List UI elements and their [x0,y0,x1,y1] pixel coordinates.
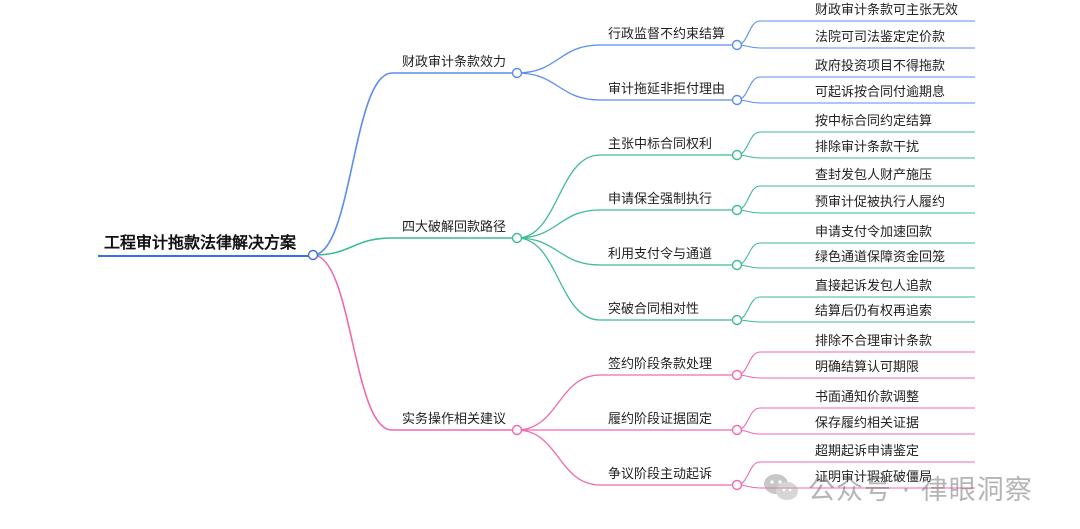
sub-label-2-1: 履约阶段证据固定 [608,412,713,427]
watermark: 公众号 · 律眼洞察 [762,470,1033,506]
branch-label-2: 实务操作相关建议 [402,412,507,427]
sub-node-1-1[interactable] [731,204,743,216]
leaf-label-1-1-1: 预审计促被执行人履约 [815,195,946,210]
sub-label-1-1: 申请保全强制执行 [608,192,713,207]
leaf-label-2-2-1: 证明审计瑕疵破僵局 [815,470,933,485]
leaf-label-2-2-0: 超期起诉申请鉴定 [815,444,920,459]
sub-node-1-0[interactable] [731,149,743,161]
leaf-label-1-3-1: 结算后仍有权再追索 [815,304,933,319]
sub-connector-1-2 [516,237,601,266]
watermark-text: 公众号 · 律眼洞察 [808,474,1033,506]
sub-connector-1-0 [516,154,601,239]
sub-label-2-0: 签约阶段条款处理 [608,357,713,372]
sub-connector-2-2 [516,429,601,486]
branch-connector-0 [312,72,393,256]
leaf-label-2-0-1: 明确结算认可期限 [815,360,920,375]
leaf-label-1-3-0: 直接起诉发包人追款 [815,279,933,294]
root-title: 工程审计拖款法律解决方案 [104,233,297,252]
branch-node-2[interactable] [511,424,523,436]
leaf-label-0-1-0: 政府投资项目不得拖款 [815,59,946,74]
sub-label-1-2: 利用支付令与通道 [608,247,713,262]
sub-label-0-0: 行政监督不约束结算 [608,27,726,42]
leaf-label-1-0-0: 按中标合同约定结算 [815,114,933,129]
sub-node-1-3[interactable] [731,314,743,326]
sub-label-2-2: 争议阶段主动起诉 [608,467,713,482]
leaf-label-0-1-1: 可起诉按合同付逾期息 [815,85,946,100]
leaf-label-1-0-1: 排除审计条款干扰 [815,140,920,155]
sub-connector-2-0 [516,374,601,431]
root-node[interactable] [307,249,319,261]
sub-node-2-0[interactable] [731,369,743,381]
sub-node-2-2[interactable] [731,479,743,491]
branch-label-0: 财政审计条款效力 [402,55,507,70]
sub-connector-1-3 [516,237,601,321]
sub-label-1-0: 主张中标合同权利 [608,137,713,152]
sub-connector-1-1 [516,209,601,239]
sub-connector-0-1 [516,72,601,101]
leaf-label-0-0-1: 法院可司法鉴定定价款 [815,30,946,45]
sub-label-1-3: 突破合同相对性 [608,302,700,317]
branch-connector-1 [312,237,393,256]
leaf-label-1-2-0: 申请支付令加速回款 [815,225,933,240]
leaf-label-2-1-1: 保存履约相关证据 [815,416,920,431]
sub-node-1-2[interactable] [731,259,743,271]
sub-node-2-1[interactable] [731,424,743,436]
leaf-label-2-0-0: 排除不合理审计条款 [815,334,933,349]
sub-connector-0-0 [516,44,601,74]
branch-label-1: 四大破解回款路径 [402,220,507,235]
leaf-label-0-0-0: 财政审计条款可主张无效 [815,3,959,18]
branch-node-1[interactable] [511,232,523,244]
leaf-label-1-1-0: 查封发包人财产施压 [815,168,933,183]
sub-node-0-0[interactable] [731,39,743,51]
leaf-label-2-1-0: 书面通知价款调整 [815,390,920,405]
sub-label-0-1: 审计拖延非拒付理由 [608,82,726,97]
sub-node-0-1[interactable] [731,94,743,106]
leaf-label-1-2-1: 绿色通道保障资金回笼 [815,250,946,265]
wechat-icon [764,474,798,500]
branch-connector-2 [312,254,393,431]
branch-node-0[interactable] [511,67,523,79]
